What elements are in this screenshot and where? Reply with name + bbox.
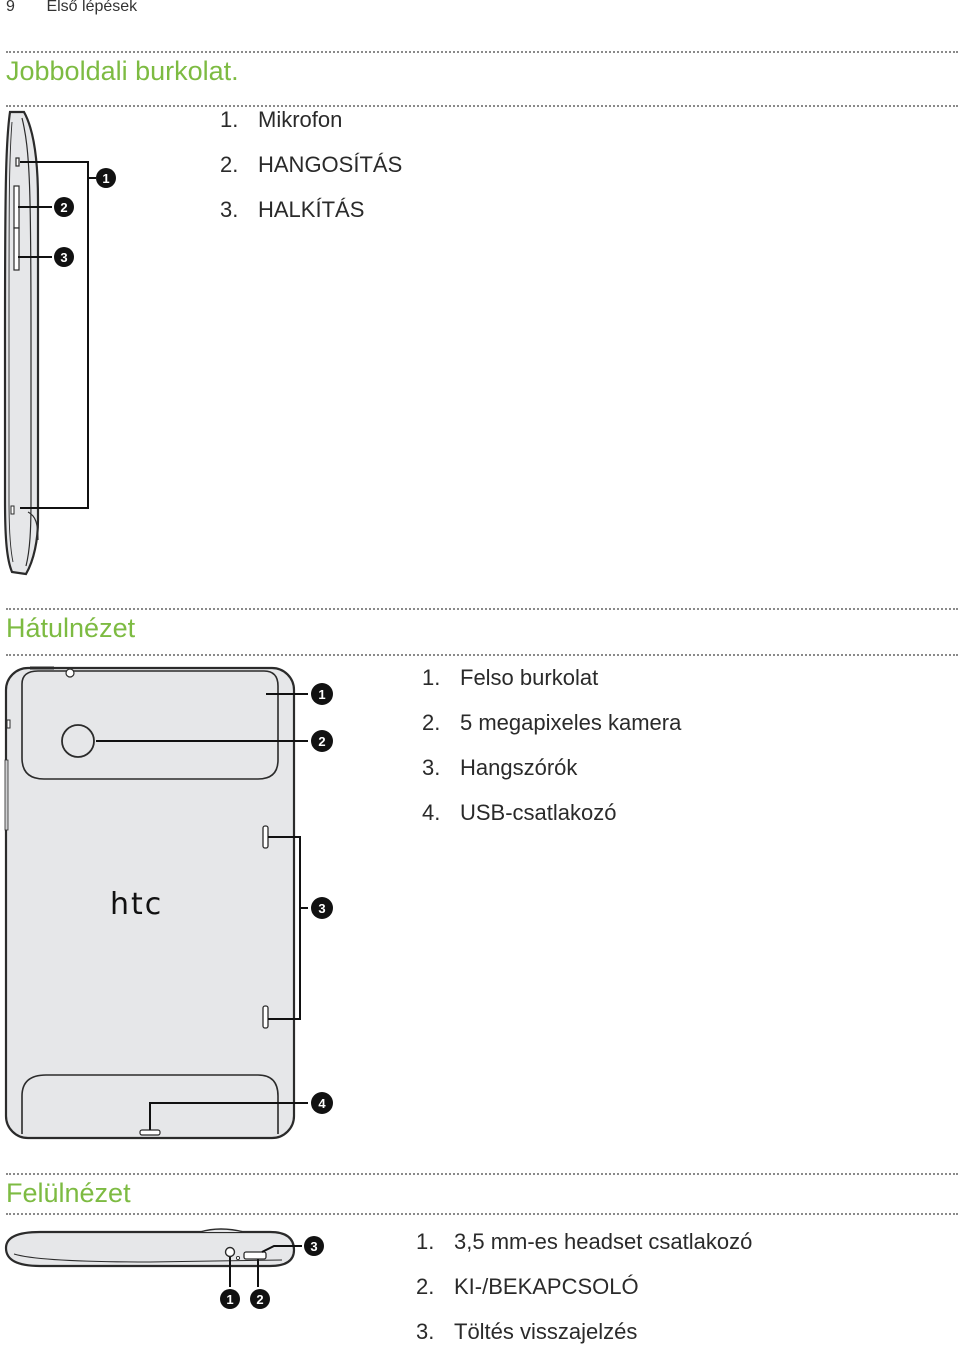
speaker-icon: [262, 825, 269, 849]
list-item: 3.Hangszórók: [422, 755, 578, 780]
callout-1: 1: [220, 1289, 240, 1309]
divider: [6, 1213, 958, 1215]
callout-2: 2: [311, 730, 333, 752]
callout-1: 1: [311, 683, 333, 705]
list-item: 1.Mikrofon: [220, 107, 343, 132]
top-view-list: 1.3,5 mm-es headset csatlakozó 2.KI-/BEK…: [416, 1219, 752, 1354]
back-view-list: 1.Felso burkolat 2.5 megapixeles kamera …: [422, 655, 681, 835]
volume-down-key: [13, 227, 20, 271]
bottom-cover: [21, 1074, 279, 1134]
callout-2: 2: [250, 1289, 270, 1309]
callout-3: 3: [54, 247, 74, 267]
callout-1: 1: [96, 168, 116, 188]
svg-text:3: 3: [310, 1239, 317, 1254]
svg-text:2: 2: [256, 1292, 263, 1307]
list-item: 2.5 megapixeles kamera: [422, 710, 682, 735]
speaker-icon: [262, 1005, 269, 1029]
list-item: 2.KI-/BEKAPCSOLÓ: [416, 1274, 639, 1299]
svg-text:2: 2: [60, 200, 67, 215]
right-side-device: 1 2 3: [3, 110, 116, 576]
headset-jack-icon: [224, 1246, 236, 1258]
charge-led-icon: [235, 1255, 241, 1261]
section-title-right-side: Jobboldali burkolat.: [6, 56, 239, 86]
top-view-device: 1 2 3: [4, 1228, 324, 1309]
svg-text:1: 1: [226, 1292, 233, 1307]
power-button-icon: [243, 1251, 267, 1260]
callout-2: 2: [54, 197, 74, 217]
divider: [6, 608, 958, 610]
microphone-icon: [15, 157, 20, 167]
list-item: 1.3,5 mm-es headset csatlakozó: [416, 1229, 753, 1254]
callout-4: 4: [311, 1092, 333, 1114]
svg-text:2: 2: [318, 734, 325, 749]
page-header: 9 Első lépések: [6, 0, 137, 16]
svg-text:3: 3: [318, 901, 325, 916]
svg-text:1: 1: [318, 687, 325, 702]
section-title-back-view: Hátulnézet: [6, 613, 136, 643]
divider: [6, 654, 958, 656]
svg-text:1: 1: [102, 171, 109, 186]
callout-3: 3: [304, 1236, 324, 1256]
list-item: 3.HALKÍTÁS: [220, 197, 365, 222]
callout-3: 3: [311, 897, 333, 919]
usb-port-icon: [139, 1129, 161, 1136]
list-item: 1.Felso burkolat: [422, 665, 599, 690]
page-number: 9: [6, 0, 15, 15]
right-side-list: 1.Mikrofon 2.HANGOSÍTÁS 3.HALKÍTÁS: [220, 97, 402, 232]
htc-logo: htc: [110, 887, 163, 922]
list-item: 3.Töltés visszajelzés: [416, 1319, 638, 1344]
svg-text:4: 4: [318, 1096, 326, 1111]
divider: [6, 1173, 958, 1175]
camera-icon: [61, 724, 95, 758]
divider: [6, 51, 958, 53]
divider: [6, 105, 958, 107]
back-view-device: htc 1 2 3 4: [4, 666, 333, 1140]
top-cover: [21, 670, 279, 780]
list-item: 2.HANGOSÍTÁS: [220, 152, 403, 177]
svg-text:3: 3: [60, 250, 67, 265]
section-title-top-view: Felülnézet: [6, 1178, 131, 1208]
list-item: 4.USB-csatlakozó: [422, 800, 617, 825]
chapter-title: Első lépések: [46, 0, 138, 15]
